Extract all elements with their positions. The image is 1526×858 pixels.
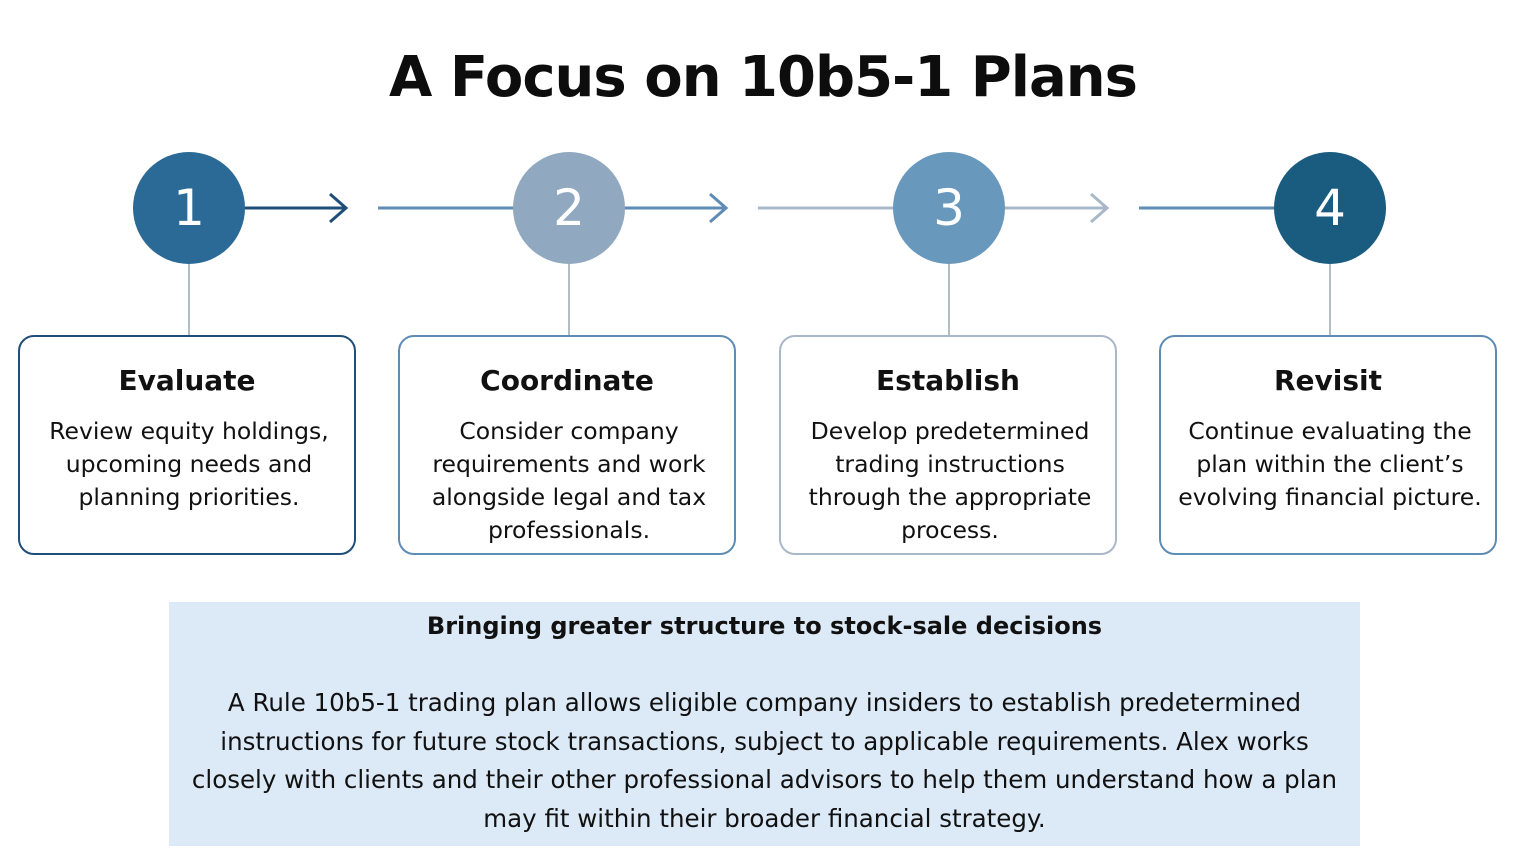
step-1-number: 1 <box>173 179 205 237</box>
step-3-circle: 3 <box>893 152 1005 264</box>
arrow-right-icon <box>1090 192 1110 224</box>
step-2-card: Coordinate Consider company requirements… <box>398 335 736 555</box>
step-2-number: 2 <box>553 179 585 237</box>
arrow-right-icon <box>709 192 729 224</box>
step-1-description: Review equity holdings, upcoming needs a… <box>49 417 329 511</box>
arrow-right-icon <box>329 192 349 224</box>
step-3-description: Develop predetermined trading instructio… <box>808 417 1092 544</box>
step-3-number: 3 <box>933 179 965 237</box>
step-4-card: Revisit Continue evaluating the plan wit… <box>1159 335 1497 555</box>
step-2-description: Consider company requirements and work a… <box>431 417 707 544</box>
step-1-card: Evaluate Review equity holdings, upcomin… <box>18 335 356 555</box>
step-2-circle: 2 <box>513 152 625 264</box>
step-4-title: Revisit <box>1273 364 1383 397</box>
info-heading: Bringing greater structure to stock-sale… <box>426 612 1103 640</box>
step-2-title: Coordinate <box>480 364 654 397</box>
step-4-circle: 4 <box>1274 152 1386 264</box>
step-3-title: Establish <box>876 364 1020 397</box>
step-3-card: Establish Develop predetermined trading … <box>779 335 1117 555</box>
step-4-number: 4 <box>1314 179 1346 237</box>
step-1-circle: 1 <box>133 152 245 264</box>
info-box: Bringing greater structure to stock-sale… <box>169 602 1360 846</box>
step-4-description: Continue evaluating the plan within the … <box>1178 417 1482 511</box>
page-title: A Focus on 10b5-1 Plans <box>389 45 1138 110</box>
info-body: A Rule 10b5-1 trading plan allows eligib… <box>191 688 1338 833</box>
step-1-title: Evaluate <box>118 364 256 397</box>
